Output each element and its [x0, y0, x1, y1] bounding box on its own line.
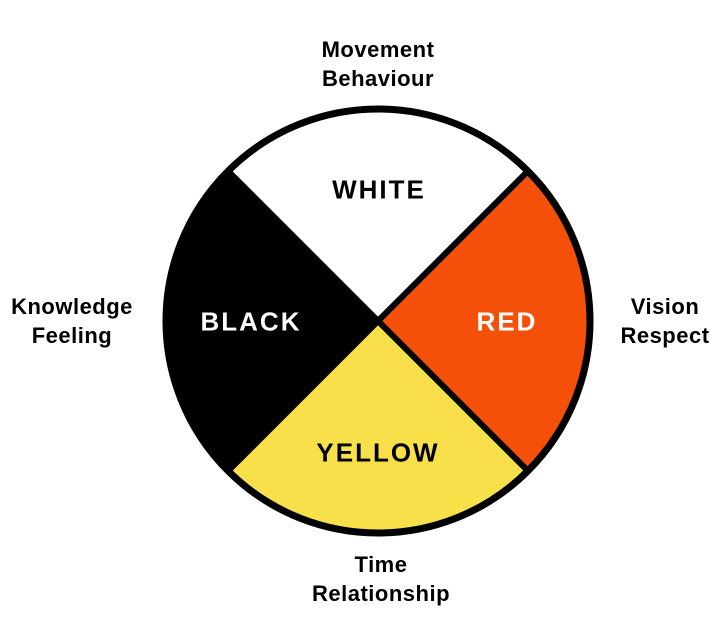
- wheel-outline: [162, 105, 594, 537]
- quadrant-label-black: BLACK: [200, 306, 302, 337]
- outer-label-right-line2: Respect: [620, 323, 710, 348]
- quadrant-label-yellow: YELLOW: [316, 437, 440, 468]
- outer-label-right: Vision Respect: [620, 292, 709, 350]
- outer-label-top-line1: Movement: [321, 37, 435, 62]
- outer-label-right-line1: Vision: [630, 294, 700, 319]
- outer-label-top-line2: Behaviour: [321, 66, 435, 91]
- outer-label-top: Movement Behaviour: [322, 35, 435, 93]
- quadrant-label-white: WHITE: [332, 174, 426, 205]
- outer-label-bottom-line2: Relationship: [311, 581, 451, 606]
- outer-label-left-line2: Feeling: [31, 323, 113, 348]
- outer-label-bottom-line1: Time: [354, 552, 408, 577]
- outer-label-left: Knowledge Feeling: [11, 292, 133, 350]
- outer-label-bottom: Time Relationship: [312, 550, 450, 608]
- quadrant-label-red: RED: [476, 306, 538, 337]
- outer-label-left-line1: Knowledge: [11, 294, 133, 319]
